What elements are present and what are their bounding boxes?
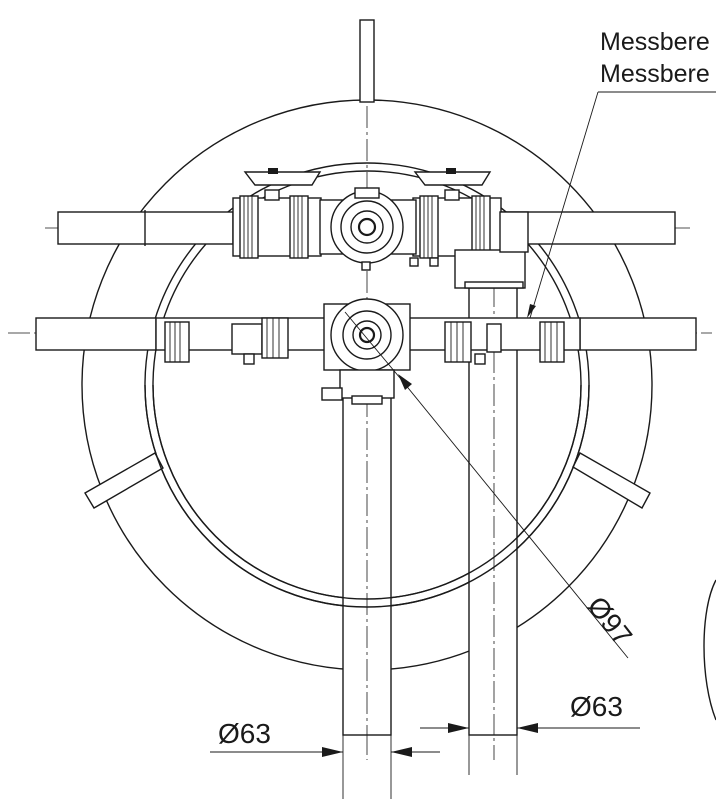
right-pipe-dimension xyxy=(420,723,640,775)
measuring-range-label-1: Messbere xyxy=(600,28,710,56)
upper-valve-line xyxy=(232,168,529,289)
detail-circle-partial xyxy=(703,579,716,721)
lower-fitting-line xyxy=(155,298,581,405)
measuring-range-label-2: Messbere xyxy=(600,60,710,88)
left-pipe-dimension xyxy=(210,735,440,799)
inner-ring-front xyxy=(144,384,590,608)
diameter-97-dimension xyxy=(344,311,629,659)
diameter-63-left-label: Ø63 xyxy=(218,718,271,749)
measuring-range-leader xyxy=(527,91,716,319)
top-bracket xyxy=(359,19,375,103)
diameter-63-right-label: Ø63 xyxy=(570,691,623,722)
right-side-bars xyxy=(499,211,697,351)
diameter-97-label: Ø97 xyxy=(581,591,638,652)
angled-legs xyxy=(84,452,651,509)
